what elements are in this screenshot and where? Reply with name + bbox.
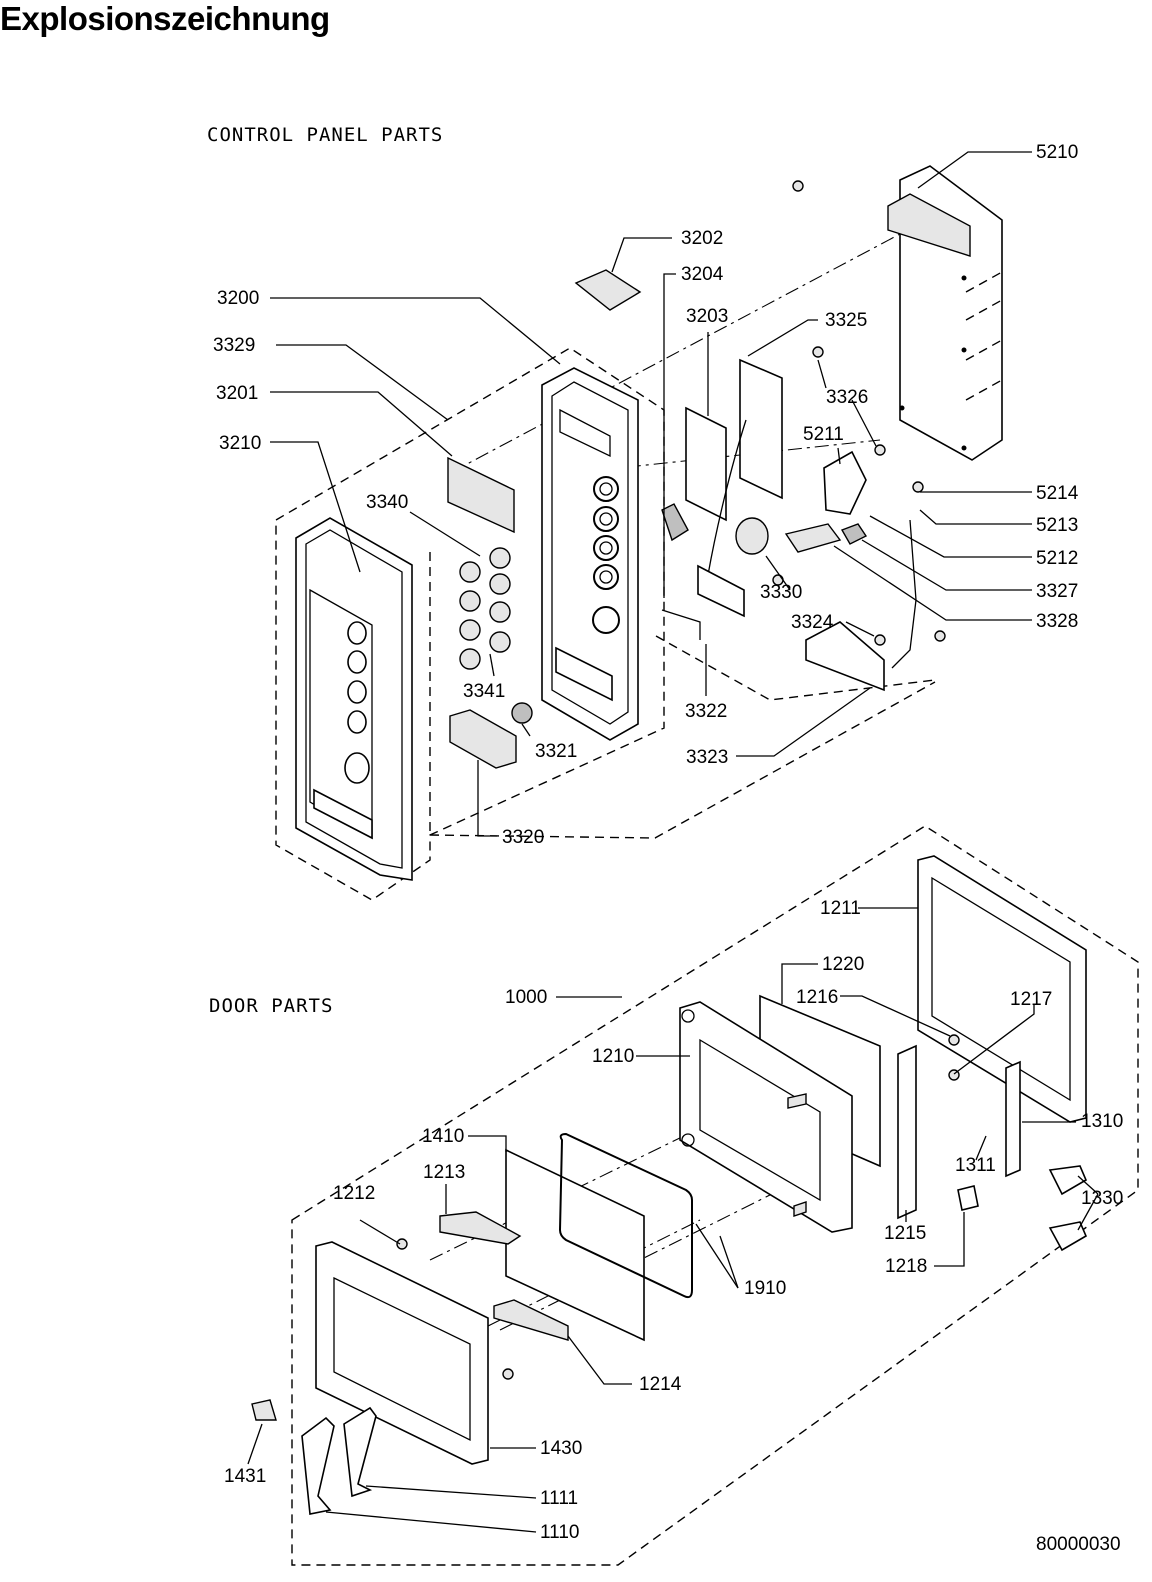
label-1215: 1215: [884, 1223, 926, 1244]
part-5211-motor: [823, 450, 867, 515]
part-3202-label: [574, 269, 642, 311]
label-3328: 3328: [1036, 611, 1078, 632]
part-1330-hook-upper: [1048, 1165, 1088, 1196]
part-3322-clip: [661, 503, 689, 542]
label-3320: 3320: [502, 827, 544, 848]
label-3327: 3327: [1036, 581, 1078, 602]
door-assembly: [251, 825, 1139, 1566]
part-3325-board: [739, 358, 783, 500]
label-1431: 1431: [224, 1466, 266, 1487]
part-1110-handle: [301, 1416, 335, 1515]
part-3320-button: [449, 709, 517, 769]
label-3210: 3210: [219, 433, 261, 454]
label-3201: 3201: [216, 383, 258, 404]
label-5212: 5212: [1036, 548, 1078, 569]
label-1218: 1218: [885, 1256, 927, 1277]
part-1430-door-panel: [315, 1241, 489, 1465]
part-1215-latch-plate: [897, 1044, 917, 1220]
label-1213: 1213: [423, 1162, 465, 1183]
label-5211: 5211: [803, 424, 844, 445]
part-3321-knob: [511, 702, 533, 724]
part-1211-choke-frame: [917, 855, 1087, 1123]
label-1211: 1211: [820, 898, 861, 919]
control-panel-section-label: CONTROL PANEL PARTS: [207, 124, 444, 146]
part-3340-knobs: [459, 547, 511, 670]
part-3330-speaker: [735, 517, 769, 555]
label-3200: 3200: [217, 288, 259, 309]
page-title: Explosionszeichnung: [0, 0, 330, 37]
part-3210-front-panel: [295, 517, 413, 881]
part-3323-bracket: [805, 621, 885, 692]
label-3323: 3323: [686, 747, 728, 768]
label-3321: 3321: [535, 741, 577, 762]
label-5210: 5210: [1036, 142, 1078, 163]
label-1311: 1311: [955, 1155, 996, 1176]
label-1330: 1330: [1081, 1188, 1123, 1209]
part-1330-hook-lower: [1048, 1221, 1088, 1252]
part-1431-cap: [251, 1399, 277, 1421]
part-1910-gasket: [558, 1132, 693, 1299]
label-3326: 3326: [826, 387, 868, 408]
part-1210-door-frame: [679, 1001, 853, 1233]
label-1212: 1212: [333, 1183, 375, 1204]
label-1214: 1214: [639, 1374, 682, 1395]
label-1000: 1000: [505, 987, 547, 1008]
label-3202: 3202: [681, 228, 723, 249]
label-3322: 3322: [685, 701, 727, 722]
label-3325: 3325: [825, 310, 867, 331]
control-panel-assembly: [275, 165, 1003, 901]
part-3327-block: [840, 523, 868, 545]
part-1111-handle-cover: [343, 1406, 377, 1498]
label-3329: 3329: [213, 335, 255, 356]
part-3328-block: [784, 523, 842, 553]
label-3204: 3204: [681, 264, 724, 285]
part-3201-display-window: [447, 456, 515, 534]
part-1310-latch: [1005, 1060, 1021, 1178]
label-1430: 1430: [540, 1438, 582, 1459]
part-1218-hinge: [957, 1185, 979, 1211]
label-1111: 1111: [540, 1488, 578, 1509]
label-3330: 3330: [760, 582, 802, 603]
part-number-labels: 5210 3202 3204 3200 3203 3325 3329 3326 …: [213, 142, 1123, 1543]
label-3324: 3324: [791, 612, 834, 633]
label-3341: 3341: [463, 681, 505, 702]
part-5210-circuit-board: [887, 165, 1003, 461]
label-1910: 1910: [744, 1278, 786, 1299]
label-1110: 1110: [540, 1522, 579, 1543]
part-1213-bracket: [439, 1211, 522, 1245]
label-3203: 3203: [686, 306, 728, 327]
label-1410: 1410: [422, 1126, 464, 1147]
label-3340: 3340: [366, 492, 408, 513]
part-3203-board: [685, 406, 727, 522]
label-1216: 1216: [796, 987, 838, 1008]
door-section-label: DOOR PARTS: [209, 995, 334, 1017]
label-1217: 1217: [1010, 989, 1052, 1010]
label-1210: 1210: [592, 1046, 634, 1067]
part-1214-bracket: [493, 1299, 569, 1341]
label-1220: 1220: [822, 954, 864, 975]
document-number: 80000030: [1036, 1534, 1121, 1555]
label-5214: 5214: [1036, 483, 1079, 504]
label-5213: 5213: [1036, 515, 1078, 536]
part-3200-control-panel: [541, 367, 639, 741]
callout-leaders: [247, 151, 1099, 1533]
label-1310: 1310: [1081, 1111, 1123, 1132]
part-3330-bracket: [697, 564, 745, 618]
